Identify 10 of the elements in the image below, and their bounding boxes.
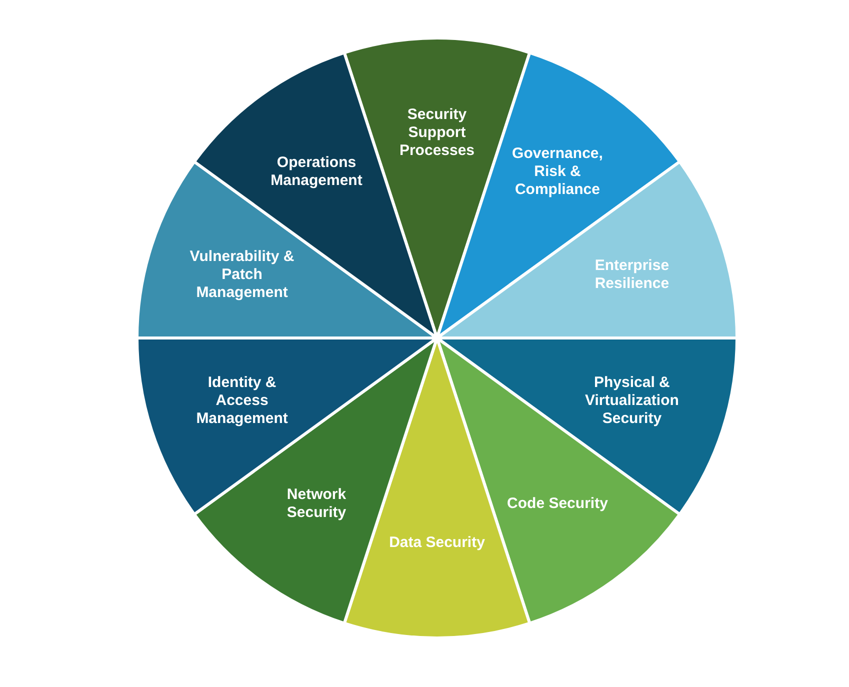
slice-label: Vulnerability & Patch Management [188,248,296,302]
slice-label: Enterprise Resilience [594,256,670,293]
slice-label: Identity & Access Management [195,374,289,428]
slice-label: Data Security [388,534,486,552]
slice-label: Governance, Risk & Compliance [511,145,604,200]
slice-label: Operations Management [270,154,364,190]
slice-label: Physical & Virtualization Security [584,374,680,428]
slice-label: Security Support Processes [398,106,476,160]
slice-label: Code Security [506,494,609,513]
slice-label: Network Security [286,486,348,522]
